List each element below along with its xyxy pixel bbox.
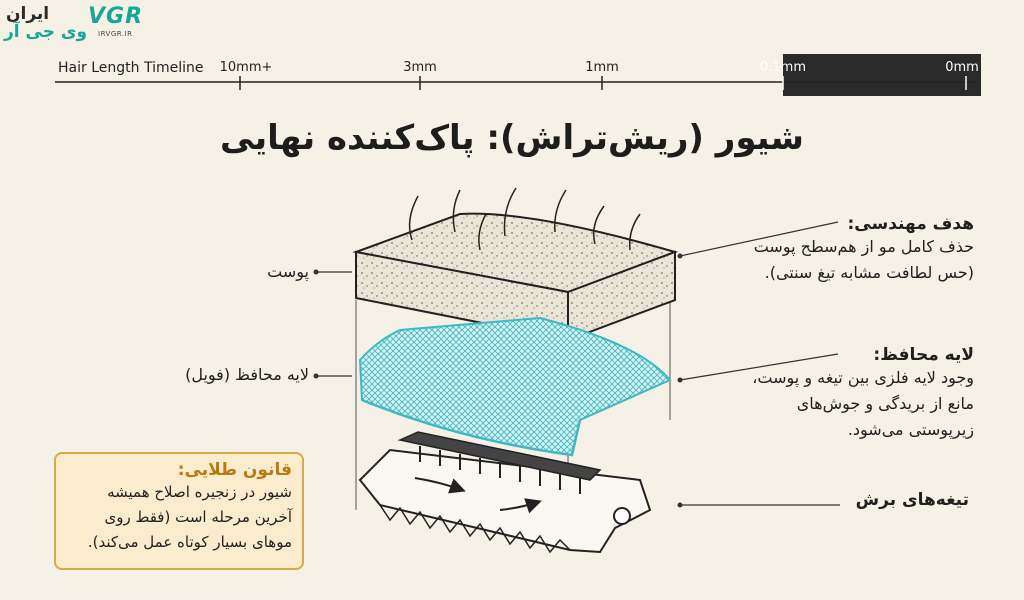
golden-rule-line3: موهای بسیار کوتاه عمل می‌کند). xyxy=(87,533,292,551)
logo-persian-line1: ایران xyxy=(6,4,50,24)
skin-layer xyxy=(352,187,679,342)
foil-edge xyxy=(361,398,582,457)
engineering-goal: هدف مهندسی: حذف کامل مو از هم‌سطح پوست (… xyxy=(644,214,974,286)
blade-teeth-top xyxy=(397,431,602,481)
connector-dots xyxy=(313,253,683,508)
golden-rule-box: قانون طلایی: شیور در زنجیره اصلاح همیشه … xyxy=(54,452,304,570)
logo-brand: VGR xyxy=(88,4,144,29)
tick-label-10mm: 10mm+ xyxy=(219,60,273,75)
tick-label-0mm: 0mm xyxy=(945,60,979,75)
connector-goal xyxy=(679,221,839,257)
golden-rule-heading: قانون طلایی: xyxy=(177,460,292,480)
protective-layer-note: لایه محافظ: وجود لایه فلزی بین تیغه و پو… xyxy=(644,345,974,443)
blade-comb xyxy=(379,504,571,554)
blade-teeth xyxy=(419,446,581,494)
goal-line2: (حس لطافت مشابه تیغ سنتی). xyxy=(764,263,974,282)
label-foil: لایه محافظ (فویل) xyxy=(185,365,309,384)
logo-persian-line2: وی جی آر xyxy=(4,22,88,42)
tick-label-3mm: 3mm xyxy=(403,60,437,75)
tick-label-01mm: 0.1mm xyxy=(759,60,807,75)
foil-layer xyxy=(358,316,672,457)
golden-rule-line2: آخرین مرحله است (فقط روی xyxy=(104,508,292,526)
timeline-highlight xyxy=(783,54,981,96)
shield-line3: زیرپوستی می‌شود. xyxy=(847,420,974,439)
timeline-graphic xyxy=(55,54,981,96)
tick-label-1mm: 1mm xyxy=(585,60,619,75)
skin-side xyxy=(567,250,676,342)
goal-heading: هدف مهندسی: xyxy=(847,214,975,234)
brand-logo: ایران وی جی آر VGR IRVGR.IR xyxy=(0,0,170,48)
golden-rule-line1: شیور در زنجیره اصلاح همیشه xyxy=(107,483,292,501)
goal-line1: حذف کامل مو از هم‌سطح پوست xyxy=(753,237,974,256)
label-skin: پوست xyxy=(267,262,309,281)
motion-arrow-left xyxy=(414,477,466,494)
connector-lines xyxy=(318,221,840,506)
blade-pivot xyxy=(613,507,631,525)
label-blades: تیغه‌های برش xyxy=(855,490,969,510)
timeline-title: Hair Length Timeline xyxy=(58,60,204,76)
hair-strands xyxy=(408,187,641,251)
shield-line1: وجود لایه فلزی بین تیغه و پوست، xyxy=(752,368,974,387)
blade-assembly xyxy=(358,431,652,554)
foil-mesh xyxy=(358,316,672,457)
logo-url: IRVGR.IR xyxy=(98,30,133,38)
motion-arrow-right xyxy=(499,498,542,514)
page-title: شیور (ریش‌تراش): پاک‌کننده نهایی xyxy=(219,118,804,158)
connector-shield xyxy=(679,353,839,381)
shield-line2: مانع از بریدگی و جوش‌های xyxy=(796,394,974,413)
hair-length-timeline: Hair Length Timeline 10mm+ 3mm 1mm 0.1mm… xyxy=(0,0,1024,110)
shield-heading: لایه محافظ: xyxy=(873,345,974,365)
skin-top xyxy=(352,212,679,294)
